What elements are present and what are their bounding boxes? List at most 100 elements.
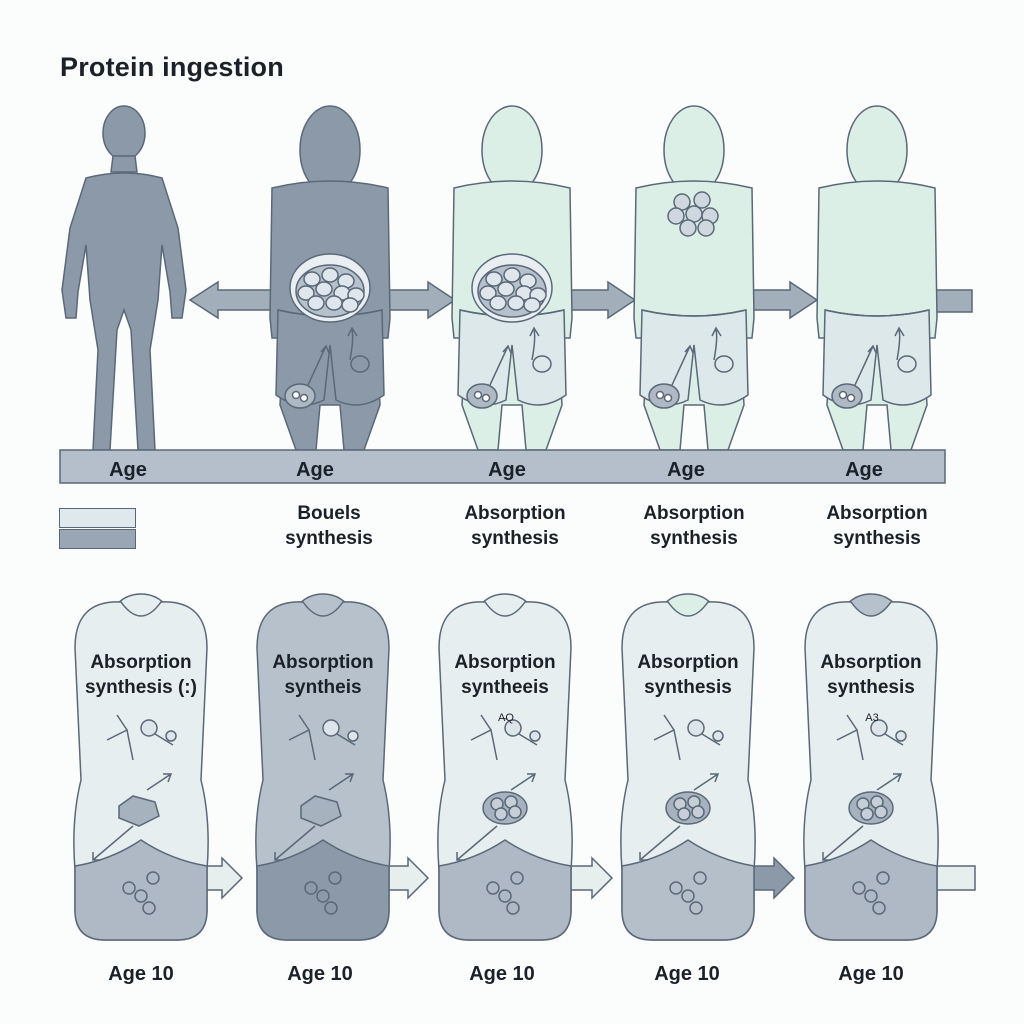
uptake-arrow <box>894 326 905 361</box>
food-particle <box>523 297 541 313</box>
food-particle <box>321 267 339 283</box>
process-label: Absorption synthesis <box>464 503 566 549</box>
child-figures <box>269 105 938 451</box>
pod-particle <box>122 881 136 895</box>
particle <box>291 390 301 400</box>
particle <box>897 355 917 373</box>
molecule <box>347 730 359 742</box>
particle <box>481 393 491 403</box>
pod-particle <box>681 889 695 903</box>
pod-particle <box>316 889 330 903</box>
flow-arrow <box>934 289 973 313</box>
pod-arrow <box>876 773 903 791</box>
particle <box>350 355 370 373</box>
molecule <box>712 730 724 742</box>
pod <box>620 593 756 941</box>
pod <box>255 593 391 941</box>
pod-down-arrow <box>456 825 498 861</box>
pod-age-label: Age 10 <box>469 963 535 985</box>
particle <box>846 393 856 403</box>
particle <box>473 390 483 400</box>
age-bar <box>59 449 946 484</box>
process-label: Absorption synthesis <box>643 503 745 549</box>
pod-annotation: A3 <box>865 712 879 724</box>
bond <box>154 733 174 746</box>
waistband <box>824 309 930 317</box>
pod <box>803 593 939 941</box>
cell-branch <box>288 714 316 761</box>
pod-particle <box>498 889 512 903</box>
pod-particle <box>304 881 318 895</box>
process-label: Absorption synthesis <box>826 503 928 549</box>
pod <box>437 593 573 941</box>
pod-label: Absorption synthesis <box>820 652 922 698</box>
protein-cluster <box>693 191 711 209</box>
child-figure <box>451 105 573 451</box>
food-particle <box>297 285 315 301</box>
molecule <box>687 719 705 737</box>
food-particle <box>303 271 321 287</box>
pod-arrow <box>146 773 173 791</box>
nutrient-ball <box>677 807 691 821</box>
molecule <box>165 730 177 742</box>
food-particle <box>507 295 525 311</box>
flow-arrow <box>751 280 819 320</box>
age-bar-label: Age <box>296 459 334 481</box>
molecule <box>322 719 340 737</box>
pod-arrow <box>693 773 720 791</box>
cell-branch <box>836 714 864 761</box>
absorption-arrow <box>489 344 512 386</box>
bottom-flow-arrows <box>199 857 976 899</box>
pod-down-arrow <box>822 825 864 861</box>
pod-label: Absorption synthesis (:) <box>85 652 197 698</box>
food-particle <box>307 295 325 311</box>
adult-figure <box>61 105 187 451</box>
uptake-arrow <box>711 326 722 361</box>
pod-down-arrow <box>92 825 134 861</box>
bond <box>336 733 356 746</box>
pod-particle <box>669 881 683 895</box>
protein-cluster <box>667 207 685 225</box>
food-particle <box>315 281 333 297</box>
pod-particle <box>852 881 866 895</box>
nutrient-ball <box>860 807 874 821</box>
age-bar-label: Age <box>667 459 705 481</box>
flow-arrow <box>384 280 457 320</box>
pod-age-label: Age 10 <box>108 963 174 985</box>
cell-branch <box>653 714 681 761</box>
cell-branch <box>470 714 498 761</box>
nutrient-block <box>118 795 160 827</box>
molecule <box>529 730 541 742</box>
food-particle <box>489 295 507 311</box>
uptake-arrow <box>529 326 540 361</box>
legend-swatch-light <box>59 508 136 528</box>
particle <box>299 393 309 403</box>
pod-arrow <box>328 773 355 791</box>
pod-label: Absorption syntheeis <box>454 652 556 698</box>
pod-particle <box>689 901 703 915</box>
molecule <box>895 730 907 742</box>
pod <box>73 593 209 941</box>
protein-cluster <box>679 219 697 237</box>
pod-arrow <box>510 773 537 791</box>
food-particle <box>325 295 343 311</box>
age-bar-label: Age <box>845 459 883 481</box>
pod-particle <box>328 871 342 885</box>
nutrient-block <box>300 795 342 827</box>
food-particle <box>497 281 515 297</box>
food-particle <box>479 285 497 301</box>
bond <box>518 733 538 746</box>
pod-particle <box>864 889 878 903</box>
food-particle <box>341 297 359 313</box>
legend-swatch-dark <box>59 529 136 549</box>
food-particle <box>485 271 503 287</box>
particle <box>655 390 665 400</box>
child-figure <box>269 105 391 451</box>
pods <box>73 593 939 941</box>
molecule <box>140 719 158 737</box>
pod-particle <box>872 901 886 915</box>
nutrient-ball <box>508 805 522 819</box>
nutrient-ball <box>494 807 508 821</box>
process-label: Bouels synthesis <box>285 503 373 549</box>
